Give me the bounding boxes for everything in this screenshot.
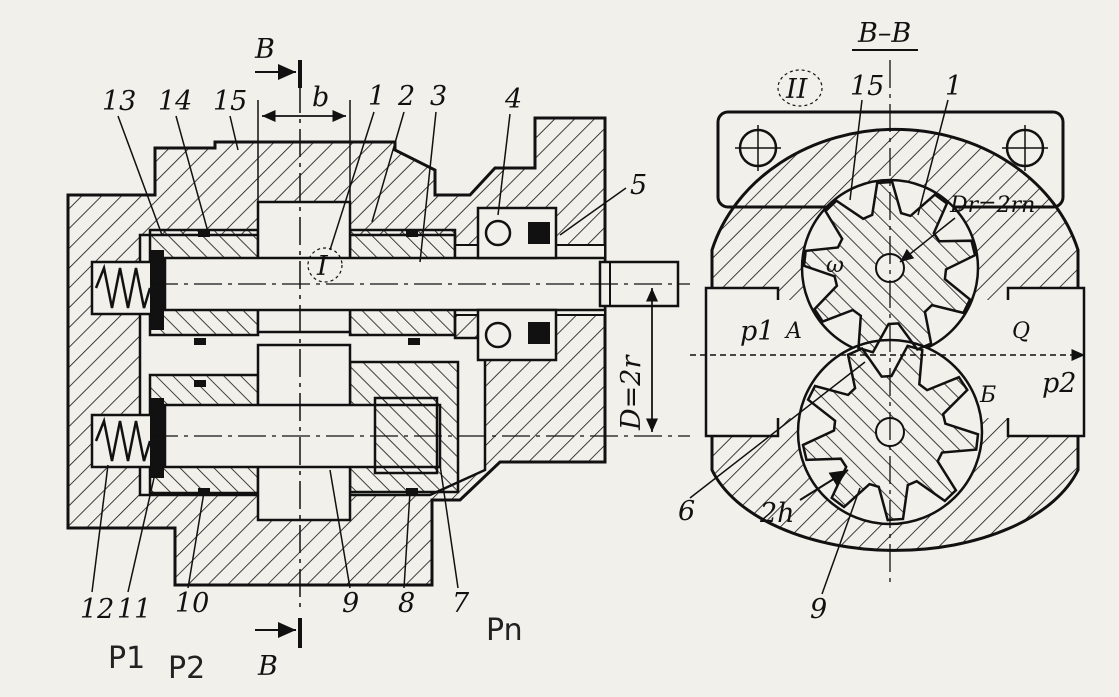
svg-text:2: 2 bbox=[397, 81, 415, 112]
svg-text:8: 8 bbox=[398, 588, 415, 619]
part-labels-bottom: 12 11 10 9 8 7 bbox=[80, 464, 470, 625]
part-labels-top: 13 14 15 1 2 3 4 5 bbox=[102, 81, 647, 263]
spring-lower bbox=[94, 416, 152, 462]
svg-text:1: 1 bbox=[368, 81, 385, 112]
pressure-inlet-label: p1 bbox=[740, 316, 774, 347]
pressure-outlet-label: p2 bbox=[1042, 368, 1076, 399]
handwritten-p1: P1 bbox=[108, 641, 145, 676]
label-1: 1 bbox=[945, 71, 962, 102]
handwritten-notes: P1 P2 Pn bbox=[108, 613, 523, 686]
spring-upper bbox=[94, 263, 152, 309]
section-mark-top: В bbox=[254, 34, 275, 65]
svg-text:11: 11 bbox=[117, 594, 151, 625]
svg-text:3: 3 bbox=[430, 81, 447, 112]
driving-gear-teeth bbox=[802, 180, 977, 354]
handwritten-pn: Pn bbox=[486, 613, 523, 648]
longitudinal-section: В В b I 13 14 15 1 2 3 4 5 bbox=[66, 34, 690, 682]
label-15: 15 bbox=[850, 71, 884, 102]
svg-text:4: 4 bbox=[504, 84, 522, 115]
svg-text:14: 14 bbox=[158, 86, 192, 117]
detail-mark-I: I bbox=[316, 251, 329, 282]
svg-text:7: 7 bbox=[452, 588, 470, 619]
detail-mark-II: II bbox=[785, 74, 809, 105]
flow-Q-label: Q bbox=[1012, 319, 1030, 344]
tooth-depth-label: 2h bbox=[759, 498, 795, 529]
svg-text:5: 5 bbox=[630, 170, 647, 201]
handwritten-p2: P2 bbox=[168, 651, 205, 686]
dimension-b: b bbox=[312, 82, 329, 113]
zone-A-label: A bbox=[784, 319, 802, 344]
cross-section-BB: В–В II 15 1 Dr=2rn ω bbox=[678, 18, 1086, 625]
svg-text:9: 9 bbox=[342, 588, 359, 619]
label-9: 9 bbox=[810, 594, 827, 625]
svg-text:13: 13 bbox=[102, 86, 136, 117]
label-6: 6 bbox=[678, 496, 695, 527]
section-title: В–В bbox=[857, 18, 911, 49]
section-mark-bottom: В bbox=[257, 651, 278, 682]
root-diameter-label: Dr=2rn bbox=[949, 193, 1035, 218]
outlet-channel bbox=[1006, 286, 1086, 438]
inlet-channel bbox=[704, 286, 780, 438]
center-distance-label: D=2r bbox=[616, 354, 647, 431]
omega-label: ω bbox=[826, 253, 844, 278]
svg-text:12: 12 bbox=[80, 594, 114, 625]
zone-B-label: Б bbox=[979, 383, 996, 408]
svg-text:15: 15 bbox=[213, 86, 247, 117]
svg-text:10: 10 bbox=[175, 588, 209, 619]
